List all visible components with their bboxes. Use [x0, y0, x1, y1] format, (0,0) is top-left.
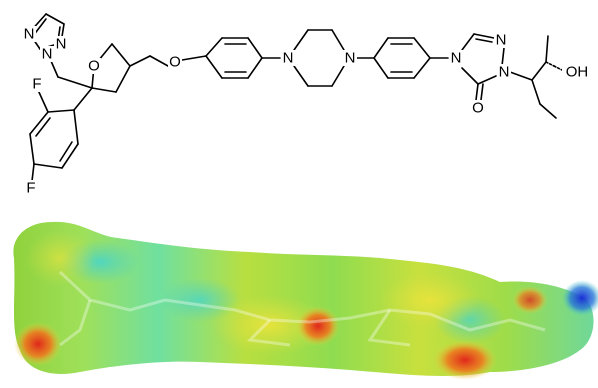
atom-n-piperazine-2: N: [345, 50, 356, 67]
surface-red-spot-carbonyl: [433, 340, 497, 380]
atom-n-triazole-3: N: [24, 26, 35, 43]
atom-n-piperazine-1: N: [283, 50, 294, 67]
atom-f-1: F: [32, 76, 41, 93]
triazolone-ring: [461, 33, 505, 101]
atom-n-triazole-2: N: [56, 36, 67, 53]
atom-oh-hydroxyl: OH: [566, 64, 589, 81]
phenyl-ring-1: [205, 37, 263, 79]
atom-n-triazolone-2: N: [499, 64, 510, 81]
surface-red-spot-piperazine: [296, 306, 340, 346]
atom-f-2: F: [26, 180, 35, 197]
difluorophenyl-ring: [29, 87, 93, 182]
surface-blue-spot: [562, 280, 598, 316]
surface-yellow-region-1: [210, 295, 330, 355]
side-chain: [509, 35, 563, 119]
atom-o-thf: O: [88, 58, 100, 75]
surface-yellow-region-2: [380, 272, 480, 328]
piperazine-ring: [293, 29, 345, 87]
surface-red-spot-hydroxyl: [512, 286, 548, 314]
surface-ball-stick-overlay: [58, 270, 546, 347]
electrostatic-potential-surface: [13, 221, 598, 380]
atom-o-carbonyl: O: [472, 100, 484, 117]
structural-formula: N N N O O N N N N N O OH F F: [22, 13, 590, 197]
atom-n-triazolone-4: N: [451, 50, 462, 67]
surface-red-spot-fluorine: [14, 322, 62, 366]
surface-yellow-region-3: [25, 230, 95, 286]
atom-o-ether: O: [169, 54, 181, 71]
atom-n-triazolone-1: N: [496, 32, 507, 49]
atom-n-triazole-1: N: [42, 46, 53, 63]
phenyl-ring-2: [373, 37, 431, 79]
